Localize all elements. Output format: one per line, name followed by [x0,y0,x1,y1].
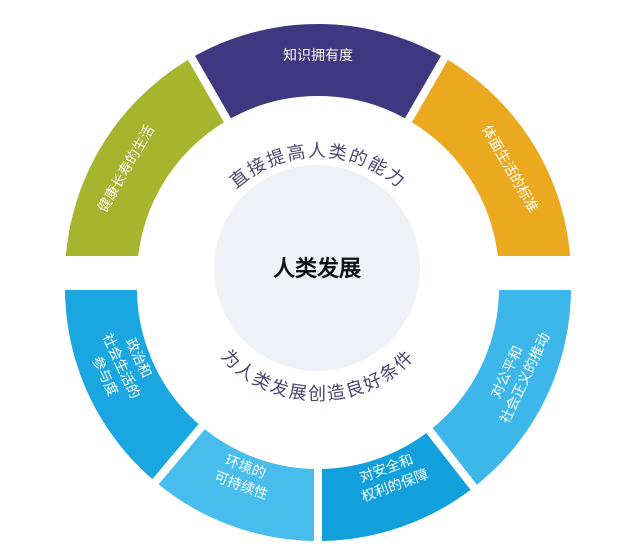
upper-ring [57,16,579,256]
segment-political-participation [57,290,210,491]
center-circle [214,165,420,371]
segment-living-standard [401,48,579,256]
lower-ring [57,290,579,550]
label-knowledge: 知识拥有度 [283,47,353,64]
segment-healthy-life [57,48,235,256]
label-political-participation: 政治和 社会生活的 参与度 [81,323,161,413]
center-title: 人类发展 [273,256,361,282]
segment-knowledge [184,16,452,130]
